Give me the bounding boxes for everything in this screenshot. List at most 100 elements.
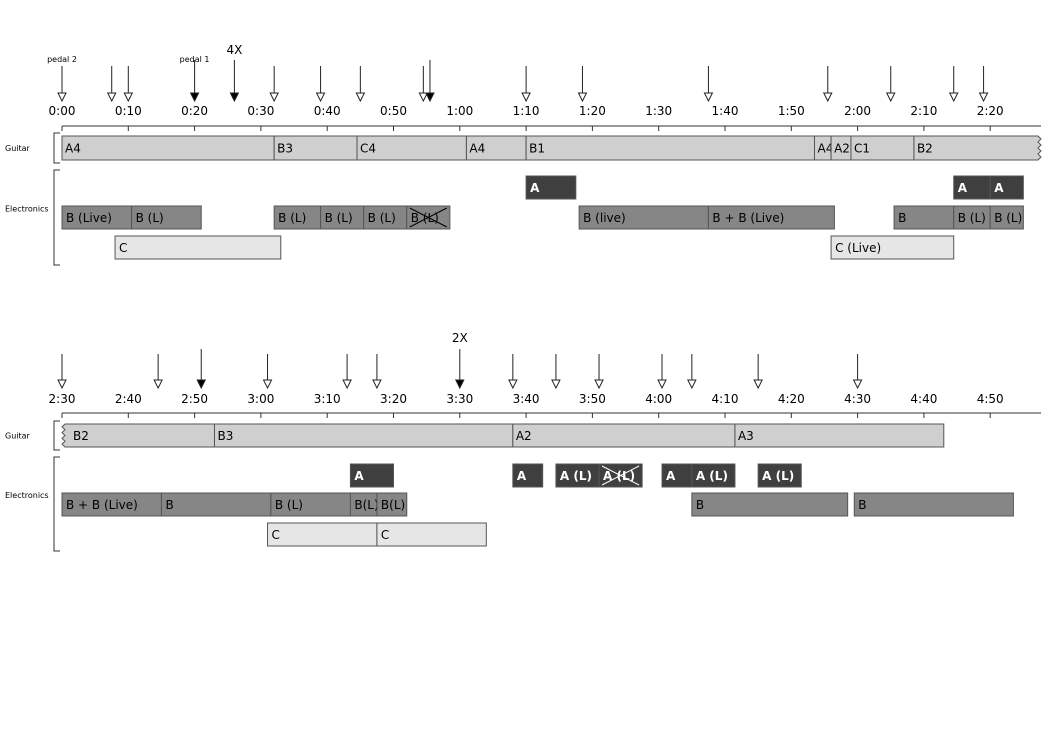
tick-label: 2:00 (844, 104, 871, 118)
guitar-section-label: A4 (818, 142, 834, 156)
tick-label: 1:50 (778, 104, 805, 118)
electronics-cue-label: B (Live) (66, 211, 112, 225)
electronics-cue-label: A (666, 469, 676, 483)
electronics-cue-mid (691, 492, 849, 517)
open-arrow-icon (687, 379, 697, 390)
electronics-cue-dark (525, 175, 577, 200)
electronics-cue-label: A (L) (696, 469, 728, 483)
tick-label: 2:30 (49, 392, 76, 406)
electronics-cue-light (267, 522, 378, 547)
electronics-cue-dark (989, 175, 1024, 200)
guitar-section (512, 423, 736, 448)
electronics-cue-label: B (165, 498, 173, 512)
guitar-bracket (53, 132, 60, 164)
electronics-cue-label: B (L) (325, 211, 353, 225)
tick-label: 0:50 (380, 104, 407, 118)
guitar-section (913, 135, 1042, 161)
open-arrow-icon (106, 92, 117, 103)
open-arrow-icon (418, 92, 429, 103)
electronics-cue-label: A (994, 181, 1004, 195)
electronics-cue-label: B(L) (354, 498, 378, 512)
open-arrow-icon (262, 379, 273, 390)
cross-out-line (601, 465, 640, 486)
electronics-cue-label: B (live) (583, 211, 626, 225)
open-arrow-icon (948, 92, 959, 103)
guitar-section (465, 135, 527, 161)
electronics-cue-label: B(L) (381, 498, 405, 512)
electronics-cue-label: A (L) (762, 469, 794, 483)
guitar-section (734, 423, 945, 448)
tick-label: 4:10 (712, 392, 739, 406)
tick-label: 3:50 (579, 392, 606, 406)
open-arrow-icon (57, 379, 67, 390)
guitar-section-label: A2 (516, 429, 532, 443)
electronics-cue-label: B (858, 498, 866, 512)
guitar-section (850, 135, 915, 161)
guitar-section-label: B1 (529, 142, 545, 156)
open-arrow-icon (269, 92, 279, 103)
electronics-cue-label: B (L) (994, 211, 1022, 225)
guitar-section (61, 135, 275, 161)
tick-label: 1:40 (712, 104, 739, 118)
filled-arrow-icon (454, 379, 465, 390)
open-arrow-icon (852, 379, 863, 390)
electronics-cue-label: B (L) (136, 211, 164, 225)
electronics-label: Electronics (5, 205, 49, 214)
electronics-cue-label: B + B (Live) (712, 211, 784, 225)
cross-out-line (409, 207, 448, 228)
filled-arrow-icon (196, 379, 207, 390)
tick-label: 0:20 (181, 104, 208, 118)
tick-label: 2:40 (115, 392, 142, 406)
electronics-cue-label: B (L) (368, 211, 396, 225)
tick-label: 3:10 (314, 392, 341, 406)
open-arrow-icon (521, 92, 531, 103)
guitar-section-label: B2 (73, 429, 89, 443)
tick-label: 1:30 (645, 104, 672, 118)
filled-arrow-icon (425, 92, 435, 103)
guitar-section-label: A4 (469, 142, 485, 156)
electronics-cue-dark (512, 463, 544, 488)
marker-label: 2X (452, 331, 468, 345)
electronics-cue-label: C (381, 528, 389, 542)
marker-label: 4X (226, 43, 242, 57)
open-arrow-icon (123, 92, 134, 103)
open-arrow-icon (703, 92, 714, 103)
open-arrow-icon (355, 92, 366, 103)
tick-label: 4:30 (844, 392, 871, 406)
open-arrow-icon (657, 379, 667, 390)
open-arrow-icon (978, 92, 989, 103)
electronics-cue-label: B (L) (278, 211, 306, 225)
open-arrow-icon (57, 92, 67, 103)
electronics-cue-mid (376, 492, 408, 517)
tick-label: 4:50 (977, 392, 1004, 406)
open-arrow-icon (372, 379, 382, 390)
guitar-section-label: B3 (217, 429, 233, 443)
electronics-cue-label: B (898, 211, 906, 225)
tick-label: 3:30 (446, 392, 473, 406)
guitar-section-label: A3 (738, 429, 754, 443)
tick-label: 0:00 (49, 104, 76, 118)
electronics-cue-label: C (119, 241, 127, 255)
guitar-label: Guitar (5, 144, 31, 153)
tick-label: 1:20 (579, 104, 606, 118)
tick-label: 0:30 (247, 104, 274, 118)
open-arrow-icon (885, 92, 896, 103)
filled-arrow-icon (189, 92, 200, 103)
guitar-section-label: C4 (360, 142, 376, 156)
open-arrow-icon (551, 379, 561, 390)
electronics-cue-label: A (L) (560, 469, 592, 483)
electronics-cue-label: B + B (Live) (66, 498, 138, 512)
open-arrow-icon (753, 379, 763, 390)
electronics-bracket (53, 456, 60, 552)
electronics-cue-label: B (L) (411, 211, 439, 225)
electronics-cue-label: A (530, 181, 540, 195)
open-arrow-icon (508, 379, 518, 390)
electronics-cue-mid (160, 492, 272, 517)
electronics-bracket (53, 169, 60, 266)
filled-arrow-icon (229, 92, 240, 103)
electronics-cue-mid (989, 205, 1024, 230)
tick-label: 1:10 (513, 104, 540, 118)
electronics-cue-label: C (272, 528, 280, 542)
electronics-cue-label: B (L) (275, 498, 303, 512)
